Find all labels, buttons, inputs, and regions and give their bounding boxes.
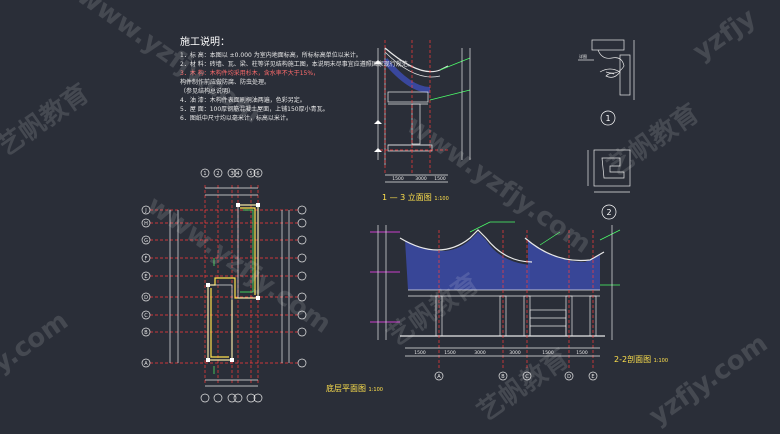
notes-line: 3．木 构：木构件均采用杉木，含水率不大于15%， (180, 70, 320, 77)
section-dim-labels: 1500 1500 3000 3000 1500 1500 (414, 350, 588, 356)
section-level-lines (370, 231, 400, 323)
detail-2-drawing (587, 149, 631, 220)
section-drawing (370, 221, 621, 381)
plan-row-label: C (144, 313, 148, 319)
elevation-dim-labels: 1500 3000 1500 (392, 176, 446, 182)
plan-columns (206, 203, 260, 362)
plan-green-outline (240, 209, 254, 293)
plan-row-bubbles (141, 168, 307, 403)
elevation-dim-label: 1500 (434, 176, 446, 182)
section-guides (438, 230, 594, 370)
section-dim-label: 3000 (474, 350, 486, 356)
notes-line: （参见结构总说明） (180, 88, 235, 95)
elevation-beams (387, 91, 433, 152)
plan-row-label: D (144, 295, 148, 301)
elevation-drawing (374, 40, 471, 183)
plan-dimensions (169, 187, 290, 387)
section-dim-label: 1500 (542, 350, 554, 356)
notes-line: 5．屋 面：100厚钢筋混凝土屋面，上铺150厚小青瓦。 (180, 106, 329, 113)
elevation-leaders (429, 57, 471, 101)
detail-1-drawing (578, 39, 635, 126)
elevation-level-markers (374, 60, 382, 152)
section-caption-text: 2-2剖面图 (614, 355, 652, 364)
plan-caption-text: 底层平面图 (326, 384, 366, 393)
plan-col-label: 5 (249, 171, 252, 177)
notes-line: 6．图纸中尺寸均以毫米计，标高以米计。 (180, 115, 292, 122)
section-leaders (469, 221, 621, 286)
notes-line: 1．标 高：本图以 ±0.000 为室内地面标高，所标标高单位以米计。 (180, 52, 362, 59)
plan-col-label: 6 (256, 171, 259, 177)
detail-2-marker: 2 (606, 208, 611, 217)
elevation-caption-scale: 1:100 (434, 196, 449, 202)
section-axis-labels: A B C D E (437, 374, 594, 380)
plan-row-label: E (144, 274, 147, 280)
elevation-guides (380, 40, 450, 175)
plan-row-label: F (145, 256, 148, 262)
section-axis-label: E (591, 374, 594, 380)
plan-caption-scale: 1:100 (368, 387, 383, 393)
plan-grid-rows (150, 209, 300, 364)
elevation-dims (377, 48, 471, 183)
detail-1-label: 详图 (579, 53, 587, 59)
section-axis-bubbles (434, 371, 598, 381)
elevation-caption: 1 — 3 立面图 1:100 (382, 192, 449, 203)
elevation-caption-text: 1 — 3 立面图 (382, 193, 432, 202)
elevation-dim-label: 1500 (392, 176, 404, 182)
section-dim-label: 1500 (444, 350, 456, 356)
notes-line: 2．材 料：砖墙、瓦、梁、柱等详见结构施工图，本说明未尽事宜应遵照国家现行规范。 (180, 61, 414, 68)
plan-col-label: 4 (236, 171, 239, 177)
section-caption-scale: 1:100 (653, 358, 669, 364)
section-axis-label: C (525, 374, 529, 380)
plan-col-label: 3 (230, 171, 233, 177)
notes-line: 构件制作前应做防腐、防虫处理。 (180, 79, 271, 86)
plan-row-labels: J H G F E D C B A 1 2 3 4 5 6 (144, 171, 260, 367)
section-axis-label: A (437, 374, 441, 380)
floor-plan (141, 168, 307, 403)
plan-caption: 底层平面图 1:100 (326, 383, 383, 394)
notes-title: 施工说明： (180, 37, 230, 48)
notes-line: 4．油 漆：木构件表面刷桐油两遍，色彩另定。 (180, 97, 306, 104)
section-caption: 2-2剖面图 1:100 (614, 354, 668, 365)
plan-col-label: 1 (203, 171, 206, 177)
plan-col-label: 2 (216, 171, 219, 177)
detail-markers: 1 2 详图 (579, 53, 612, 217)
section-axis-label: D (567, 374, 571, 380)
plan-row-label: J (144, 208, 146, 214)
section-axis-label: B (501, 374, 505, 380)
plan-row-label: G (144, 238, 148, 244)
detail-1-marker: 1 (605, 114, 610, 123)
elevation-dim-label: 3000 (415, 176, 427, 182)
plan-row-label: A (144, 361, 148, 367)
section-dim-label: 1500 (414, 350, 426, 356)
plan-row-label: H (144, 221, 148, 227)
construction-notes: 施工说明： 1．标 高：本图以 ±0.000 为室内地面标高，所标标高单位以米计… (180, 37, 414, 123)
section-dims (377, 225, 613, 357)
section-dim-label: 3000 (509, 350, 521, 356)
plan-walls-inner (207, 204, 259, 361)
plan-row-label: B (144, 330, 148, 336)
section-dim-label: 1500 (576, 350, 588, 356)
